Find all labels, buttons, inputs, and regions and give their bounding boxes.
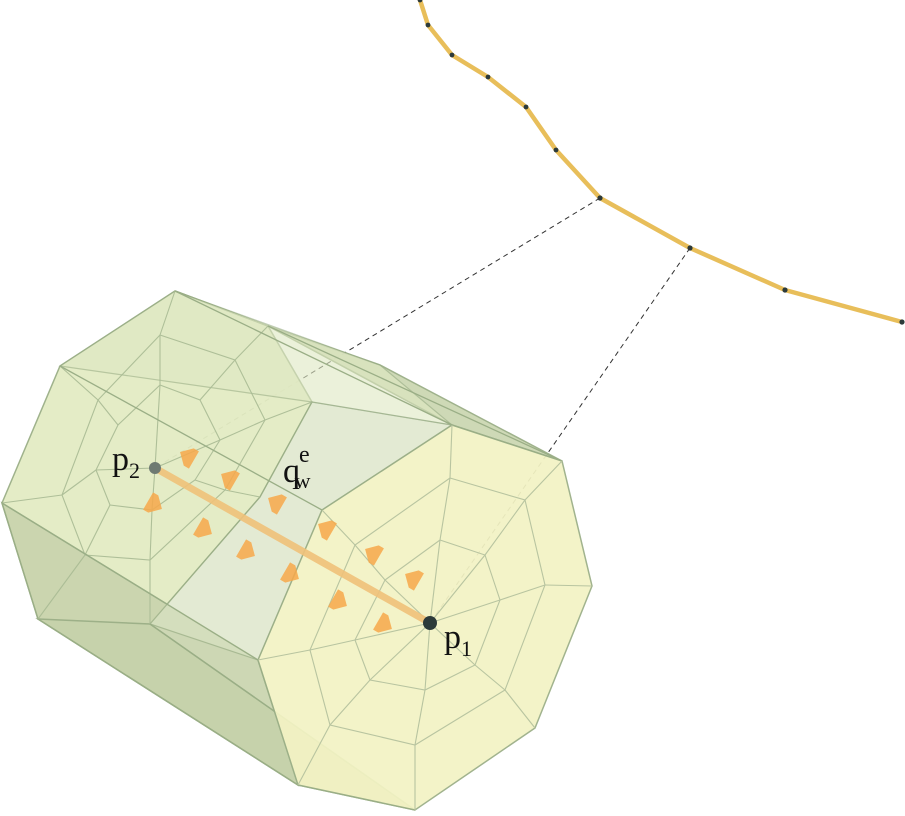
arrow-upper-2 (221, 470, 240, 491)
arrow-upper-6 (405, 570, 424, 591)
arrow-upper-1 (180, 448, 199, 469)
arrow-lower-5 (328, 589, 347, 610)
arrow-upper-4 (318, 520, 337, 541)
point-p2 (149, 462, 161, 474)
arrow-lower-4 (280, 562, 299, 583)
curve-polyline (417, 0, 905, 325)
force-arrows (143, 448, 424, 633)
arrow-lower-3 (236, 539, 255, 560)
arrow-lower-1 (143, 492, 162, 513)
arrow-lower-2 (193, 517, 212, 538)
arrow-upper-5 (365, 545, 384, 566)
prism-side-top-left (58, 290, 455, 426)
arrow-upper-3 (268, 494, 287, 515)
point-p1 (423, 616, 437, 630)
label-p1: p1 (444, 619, 472, 661)
label-p2: p2 (112, 441, 140, 483)
arrow-lower-6 (373, 612, 392, 633)
axis-segment (151, 464, 434, 627)
